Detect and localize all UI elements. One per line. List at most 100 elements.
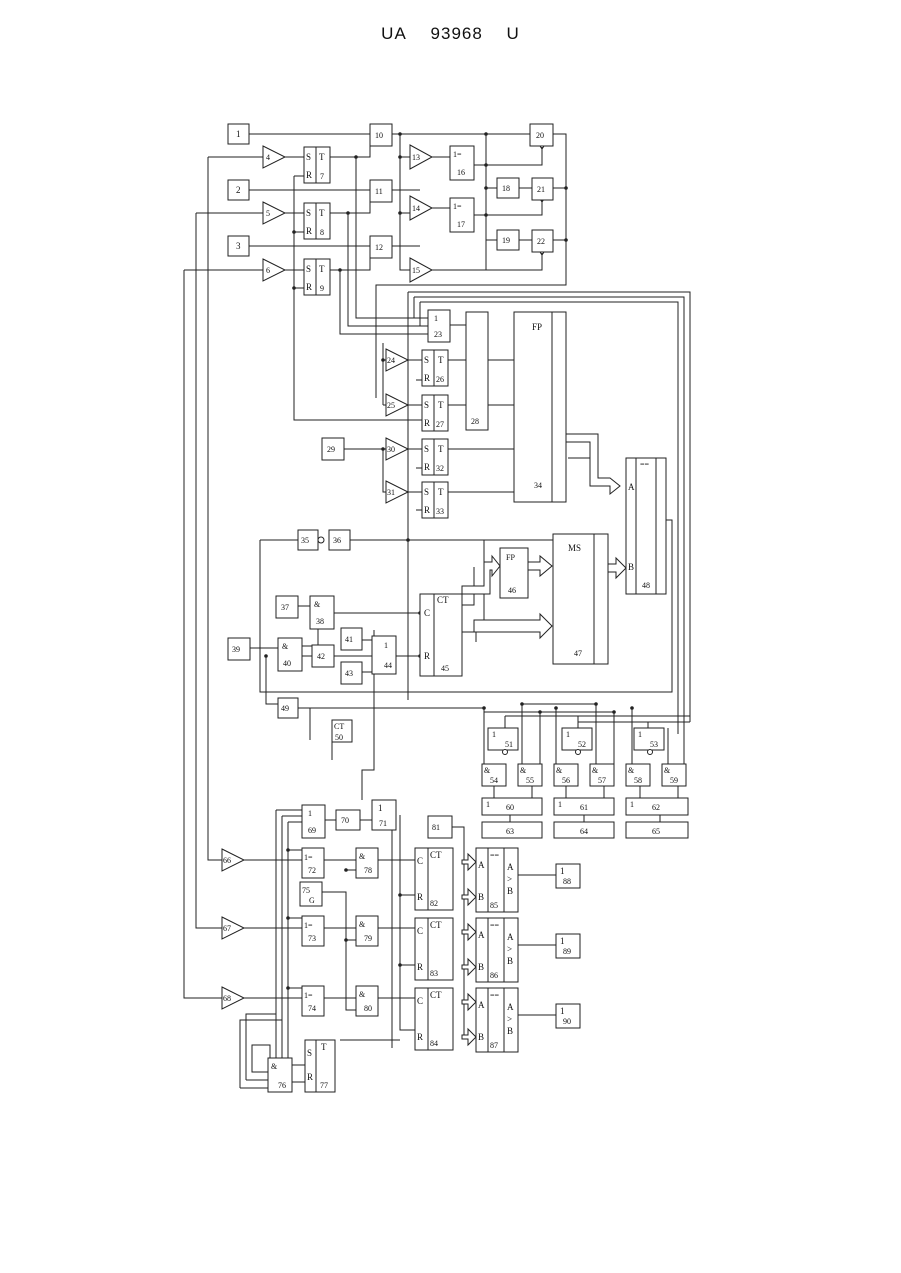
svg-text:65: 65 (652, 827, 660, 836)
svg-text:R: R (307, 1072, 313, 1082)
label-5: 5 (266, 209, 270, 218)
svg-text:26: 26 (436, 375, 444, 384)
or-gate-44: 144 (372, 636, 396, 674)
svg-text:47: 47 (574, 649, 582, 658)
svg-text:S: S (306, 264, 311, 274)
and-gate-38: &38 (310, 596, 334, 629)
svg-text:T: T (319, 152, 325, 162)
svg-text:CT: CT (430, 850, 442, 860)
trigger-8: ST R8 (304, 203, 330, 239)
trigger-33: ST R33 (422, 482, 448, 518)
counter-82: CTC R82 (415, 848, 453, 910)
svg-text:14: 14 (412, 204, 420, 213)
svg-text:80: 80 (364, 1004, 372, 1013)
svg-text:A: A (478, 930, 485, 940)
svg-text:==: == (490, 921, 500, 930)
svg-text:C: C (417, 996, 423, 1006)
svg-text:>: > (507, 1014, 512, 1024)
svg-text:&: & (664, 766, 671, 775)
svg-text:==: == (640, 460, 650, 469)
svg-text:S: S (306, 208, 311, 218)
label-10: 10 (375, 131, 383, 140)
inverter-bubble (318, 537, 324, 543)
trigger-77: ST R77 (305, 1040, 335, 1092)
svg-text:A: A (507, 932, 514, 942)
svg-text:1=: 1= (453, 150, 462, 159)
svg-text:33: 33 (436, 507, 444, 516)
svg-text:S: S (424, 355, 429, 365)
svg-text:85: 85 (490, 901, 498, 910)
svg-text:86: 86 (490, 971, 498, 980)
label-4: 4 (266, 153, 270, 162)
or-gate-52: 152 (562, 728, 592, 755)
and-gate-59: &59 (662, 764, 686, 786)
svg-text:&: & (359, 852, 366, 861)
svg-text:T: T (438, 444, 444, 454)
svg-text:A: A (628, 482, 635, 492)
svg-text:R: R (424, 505, 430, 515)
svg-text:48: 48 (642, 581, 650, 590)
svg-text:52: 52 (578, 740, 586, 749)
svg-text:1: 1 (558, 800, 562, 809)
comparator-block-86: ==A BA >B 86 (476, 918, 518, 982)
counter-84: CTC R84 (415, 988, 453, 1050)
svg-text:T: T (321, 1042, 327, 1052)
svg-text:S: S (424, 400, 429, 410)
multiplexer-47: MS 47 (553, 534, 608, 664)
svg-text:R: R (417, 1032, 423, 1042)
svg-text:B: B (478, 892, 484, 902)
svg-text:37: 37 (281, 603, 289, 612)
xor-gate-16: 1=16 (450, 146, 474, 180)
svg-text:59: 59 (670, 776, 678, 785)
svg-text:28: 28 (471, 417, 479, 426)
comparator-block-85: ==A BA >B 85 (476, 848, 518, 912)
svg-text:CT: CT (430, 990, 442, 1000)
blocks: 1 2 3 4 5 6 ST R7 ST R8 ST R9 10 (222, 124, 688, 1092)
svg-text:FP: FP (532, 322, 542, 332)
svg-text:61: 61 (580, 803, 588, 812)
svg-text:B: B (507, 1026, 513, 1036)
output-89: 189 (556, 934, 580, 958)
and-gate-40: &40 (278, 638, 302, 671)
svg-text:R: R (417, 892, 423, 902)
svg-text:36: 36 (333, 536, 341, 545)
svg-text:A: A (478, 1000, 485, 1010)
svg-text:57: 57 (598, 776, 606, 785)
svg-text:29: 29 (327, 445, 335, 454)
svg-text:S: S (306, 152, 311, 162)
svg-text:1: 1 (384, 641, 388, 650)
svg-text:34: 34 (534, 481, 542, 490)
svg-text:22: 22 (537, 237, 545, 246)
svg-text:1: 1 (560, 1006, 565, 1016)
counter-83: CTC R83 (415, 918, 453, 980)
svg-text:C: C (417, 856, 423, 866)
svg-text:CT: CT (430, 920, 442, 930)
svg-text:1: 1 (492, 730, 496, 739)
trigger-7: ST R7 (304, 147, 330, 183)
svg-text:45: 45 (441, 664, 449, 673)
svg-text:15: 15 (412, 266, 420, 275)
svg-text:66: 66 (223, 856, 231, 865)
svg-text:1: 1 (308, 809, 312, 818)
output-88: 188 (556, 864, 580, 888)
svg-text:&: & (359, 920, 366, 929)
label-11: 11 (375, 187, 383, 196)
comparator-block-87: ==A BA >B 87 (476, 988, 518, 1052)
svg-text:67: 67 (223, 924, 231, 933)
xor-gate-73: 1=73 (302, 916, 324, 946)
svg-text:1=: 1= (304, 991, 313, 1000)
svg-text:74: 74 (308, 1004, 316, 1013)
svg-text:B: B (478, 962, 484, 972)
and-gate-78: & 78 (356, 848, 378, 878)
svg-text:75: 75 (302, 886, 310, 895)
label-2: 2 (236, 185, 241, 195)
svg-text:30: 30 (387, 445, 395, 454)
svg-text:78: 78 (364, 866, 372, 875)
svg-text:&: & (271, 1062, 278, 1071)
svg-text:54: 54 (490, 776, 498, 785)
svg-text:9: 9 (320, 284, 324, 293)
label-12: 12 (375, 243, 383, 252)
svg-text:A: A (507, 1002, 514, 1012)
svg-text:39: 39 (232, 645, 240, 654)
